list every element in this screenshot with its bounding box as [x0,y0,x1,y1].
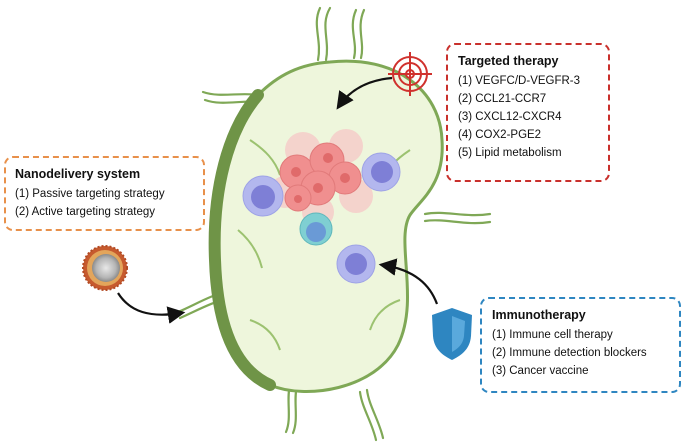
target-icon [388,52,432,96]
targeted-therapy-item: (5) Lipid metabolism [458,147,562,159]
arrows [117,76,439,324]
arrow-immuno [378,258,439,305]
immune-cell [242,175,284,217]
arrow-nano [117,292,186,324]
targeted-therapy-item: (2) CCL21-CCR7 [458,93,547,105]
immune-cell [361,152,401,192]
nanoparticle-cell [299,212,333,246]
immunotherapy-title: Immunotherapy [492,308,586,322]
nanodelivery-system-item: (2) Active targeting strategy [15,206,155,218]
targeted-therapy-item: (1) VEGFC/D-VEGFR-3 [458,75,581,87]
targeted-therapy-item: (3) CXCL12-CXCR4 [458,111,562,123]
arrow-targeted [336,76,393,110]
immune-cell [336,244,376,284]
nanodelivery-system-item: (1) Passive targeting strategy [15,188,165,200]
nanoparticle-icon [82,245,128,291]
immunotherapy-box: Immunotherapy (1) Immune cell therapy (2… [480,297,681,393]
lymph-node-cortex-edge [208,89,276,391]
trabeculae [237,139,411,351]
targeted-therapy-item: (4) COX2-PGE2 [458,129,542,141]
targeted-therapy-title: Targeted therapy [458,54,559,68]
immunotherapy-item: (2) Immune detection blockers [492,347,647,359]
immunotherapy-item: (1) Immune cell therapy [492,329,613,341]
immunotherapy-item: (3) Cancer vaccine [492,365,589,377]
nanodelivery-system-box: Nanodelivery system (1) Passive targetin… [4,156,205,231]
nanodelivery-system-title: Nanodelivery system [15,167,141,181]
shield-icon [432,308,472,360]
targeted-therapy-box: Targeted therapy (1) VEGFC/D-VEGFR-3 (2)… [446,43,610,182]
